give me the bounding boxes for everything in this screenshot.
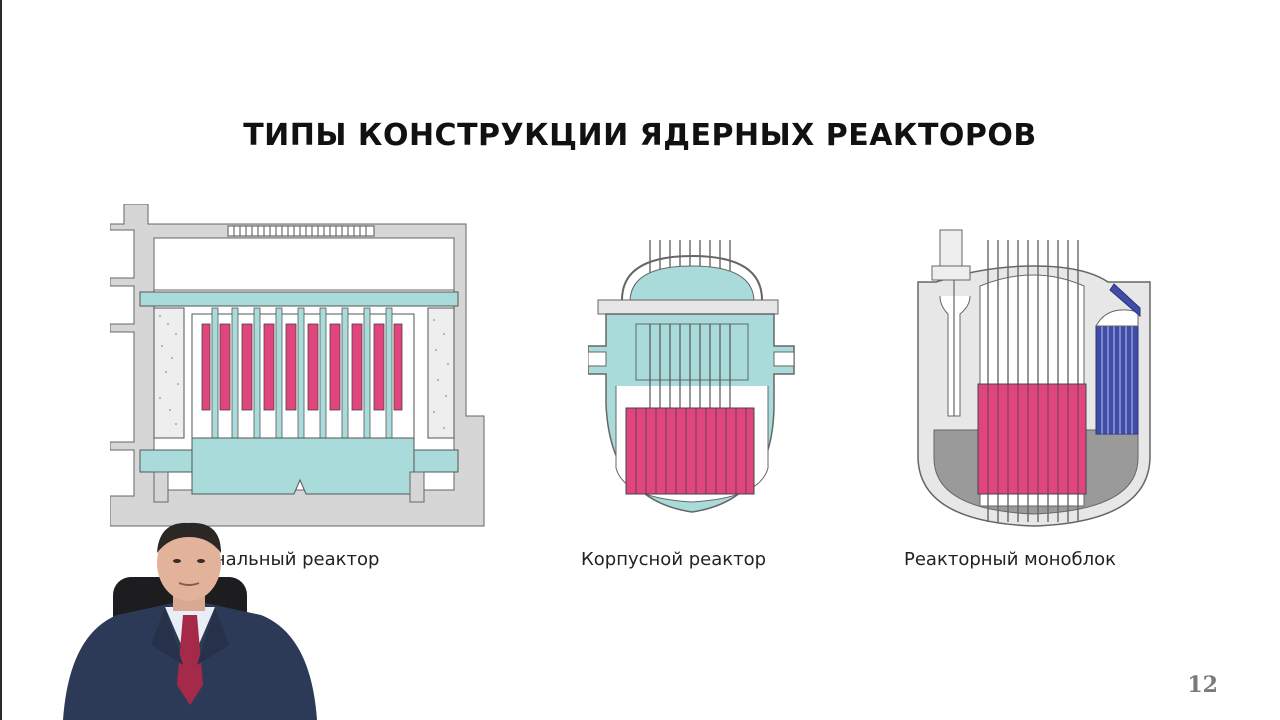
slide-left-border: [0, 0, 2, 720]
vessel-reactor-caption: Корпусной реактор: [581, 549, 767, 570]
monoblock-reactor-diagram: [917, 229, 1151, 527]
channel-reactor-caption: Канальный реактор: [190, 549, 380, 570]
channel-reactor-diagram: [110, 204, 485, 527]
presenter-video-overlay: [63, 522, 317, 720]
monoblock-reactor-caption: Реакторный моноблок: [904, 549, 1117, 570]
page-number: 12: [1187, 672, 1218, 698]
slide-title: ТИПЫ КОНСТРУКЦИИ ЯДЕРНЫХ РЕАКТОРОВ: [243, 118, 1037, 153]
vessel-reactor-diagram: [588, 240, 795, 513]
